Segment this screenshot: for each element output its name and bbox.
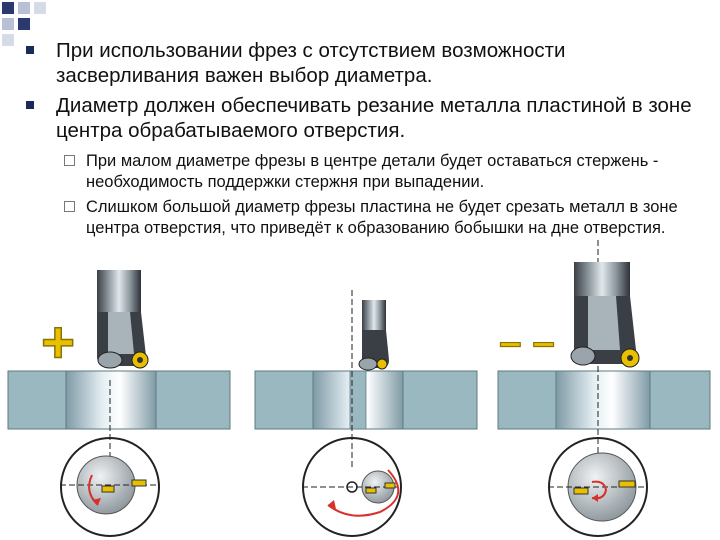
drilled-hole [555, 370, 651, 430]
case-optimal-diameter [7, 270, 231, 537]
case-large-diameter [497, 240, 711, 537]
insert [358, 357, 378, 371]
minus-signs: – – [499, 320, 555, 364]
square-bullet-icon [26, 46, 34, 54]
rotation-arrow [327, 469, 400, 517]
hollow-square-bullet-icon [64, 201, 75, 212]
square-bullet-icon [26, 101, 34, 109]
case-small-diameter [254, 290, 478, 537]
insert [97, 351, 123, 369]
bullet-text: При использовании фрез с отсутствием воз… [56, 39, 566, 87]
sub-bullet-text: Слишком большой диаметр фрезы пластина н… [86, 198, 678, 237]
drilled-hole [65, 370, 157, 430]
plan-view-circle [60, 437, 160, 537]
corner-decoration [2, 2, 46, 46]
plus-sign: + [41, 310, 75, 375]
bullet-text: Диаметр должен обеспечивать резание мета… [56, 94, 692, 142]
hollow-square-bullet-icon [64, 155, 75, 166]
insert-yellow [376, 358, 388, 370]
sub-bullet-text: При малом диаметре фрезы в центре детали… [86, 152, 659, 191]
insert [570, 346, 596, 366]
rotation-arrow [591, 480, 608, 500]
